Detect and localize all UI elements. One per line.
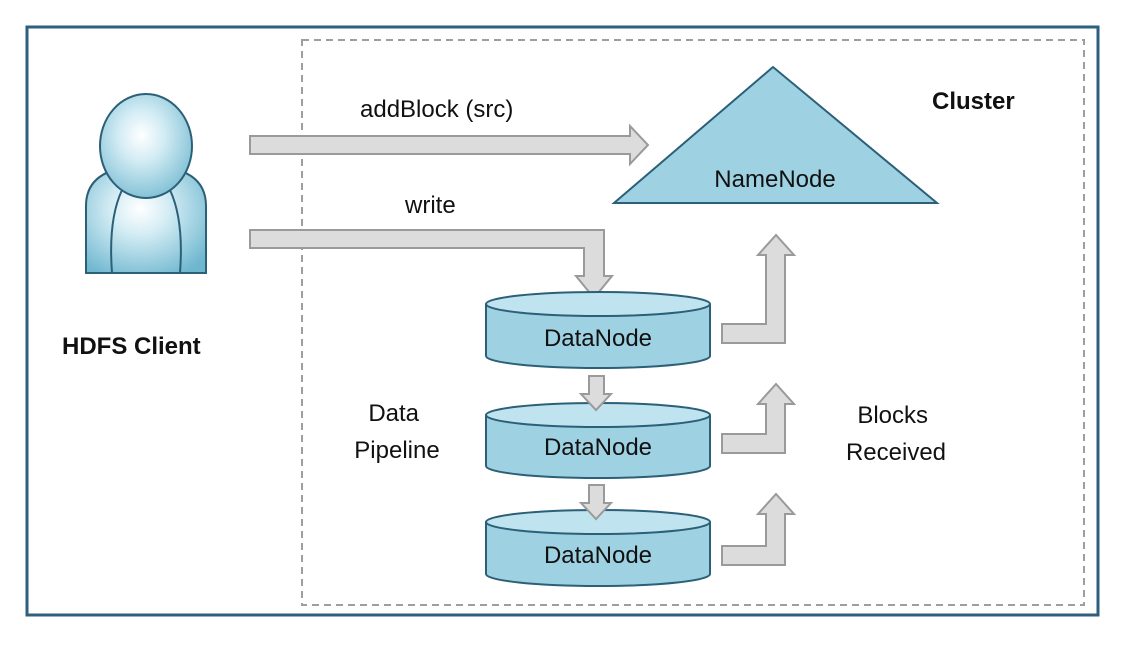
addblock-arrow xyxy=(249,123,650,167)
cluster-label: Cluster xyxy=(932,88,1015,115)
datanode-1: DataNode xyxy=(485,291,711,369)
datanode-2-label: DataNode xyxy=(544,434,652,461)
namenode-triangle xyxy=(611,65,940,204)
blocks-received-arrow-2 xyxy=(721,382,797,454)
datanode-2: DataNode xyxy=(485,402,711,479)
datanode-3: DataNode xyxy=(485,509,711,587)
cluster-boundary xyxy=(301,39,1085,606)
write-arrow xyxy=(249,229,615,300)
blocks-received-arrow-1 xyxy=(721,233,797,344)
namenode-label: NameNode xyxy=(714,166,835,193)
blocks-received-arrow-3 xyxy=(721,492,797,566)
pipeline-label-line-2: Pipeline xyxy=(354,437,439,464)
datanode-3-label: DataNode xyxy=(544,542,652,569)
datanode-1-label: DataNode xyxy=(544,325,652,352)
blocks-received-line-2: Received xyxy=(846,439,946,466)
blocks-received-label: Blocks Received xyxy=(846,402,946,466)
blocks-received-line-1: Blocks xyxy=(857,402,928,429)
write-label: write xyxy=(404,192,456,219)
pipeline-arrow-2 xyxy=(578,484,614,521)
pipeline-label: Data Pipeline xyxy=(354,400,439,464)
client-label: HDFS Client xyxy=(62,333,201,360)
pipeline-label-line-1: Data xyxy=(368,400,419,427)
pipeline-arrow-1 xyxy=(578,375,614,412)
addblock-label: addBlock (src) xyxy=(360,96,513,123)
user-icon xyxy=(85,93,207,274)
